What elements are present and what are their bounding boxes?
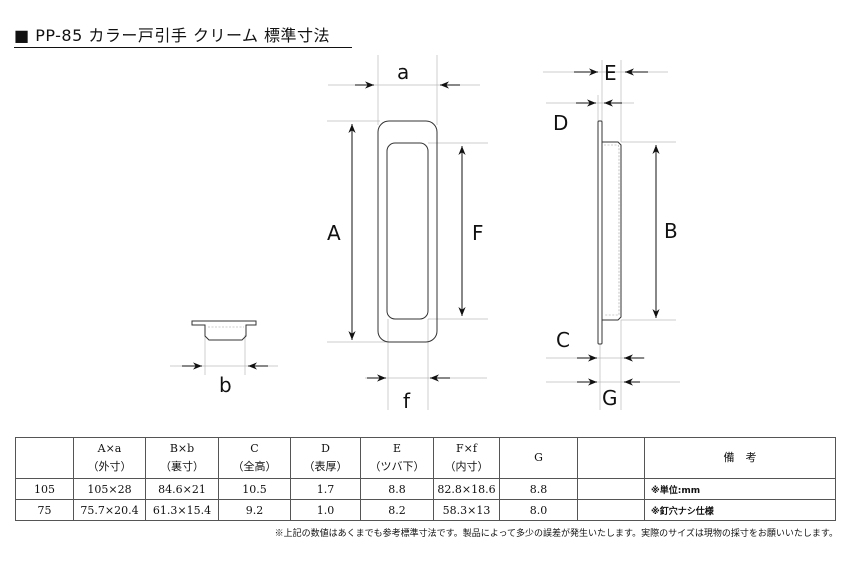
header-cell: B×b（裏寸） bbox=[145, 437, 219, 479]
label-a: a bbox=[397, 60, 409, 84]
dimension-table: A×a（外寸） B×b（裏寸） C（全高） D（表厚） E（ツバ下） F×f（内… bbox=[15, 437, 836, 521]
footnote: ※上記の数値はあくまでも参考標準寸法です。製品によって多少の誤差が発生いたします… bbox=[274, 529, 838, 539]
dimension-drawing: a A F f b E D B C G bbox=[170, 55, 680, 413]
dimension-arrows bbox=[348, 124, 660, 340]
header-cell: C（全高） bbox=[218, 437, 291, 479]
header-cell: F×f（内寸） bbox=[433, 437, 500, 479]
note-no-nail-holes: ※釘穴ナシ仕様 bbox=[644, 499, 836, 521]
label-b: b bbox=[219, 373, 232, 397]
side-view-body bbox=[602, 141, 622, 321]
note-unit: ※単位:mm bbox=[644, 478, 836, 500]
label-E: E bbox=[604, 61, 617, 85]
table-row: 75 75.7×20.4 61.3×15.4 9.2 1.0 8.2 58.3×… bbox=[15, 499, 836, 521]
front-view-outer bbox=[377, 120, 438, 343]
table-row: 105 105×28 84.6×21 10.5 1.7 8.8 82.8×18.… bbox=[15, 478, 836, 500]
label-D: D bbox=[553, 111, 568, 135]
label-C: C bbox=[556, 328, 570, 352]
label-A: A bbox=[327, 221, 341, 245]
header-cell: A×a（外寸） bbox=[73, 437, 146, 479]
header-remarks: 備 考 bbox=[644, 437, 836, 479]
page-title: ■ PP-85 カラー戸引手 クリーム 標準寸法 bbox=[14, 22, 352, 48]
side-arrows bbox=[182, 68, 648, 386]
front-view-recess bbox=[386, 142, 429, 320]
header-cell: E（ツバ下） bbox=[360, 437, 434, 479]
label-f: f bbox=[403, 389, 411, 413]
header-cell: G bbox=[499, 437, 578, 479]
label-B: B bbox=[664, 219, 678, 243]
side-view-plate bbox=[597, 120, 603, 345]
bottom-view bbox=[191, 320, 257, 341]
header-cell: D（表厚） bbox=[290, 437, 361, 479]
label-F: F bbox=[472, 221, 484, 245]
label-G: G bbox=[602, 386, 618, 410]
extension-lines bbox=[170, 55, 680, 410]
table-header: A×a（外寸） B×b（裏寸） C（全高） D（表厚） E（ツバ下） F×f（内… bbox=[15, 437, 836, 479]
